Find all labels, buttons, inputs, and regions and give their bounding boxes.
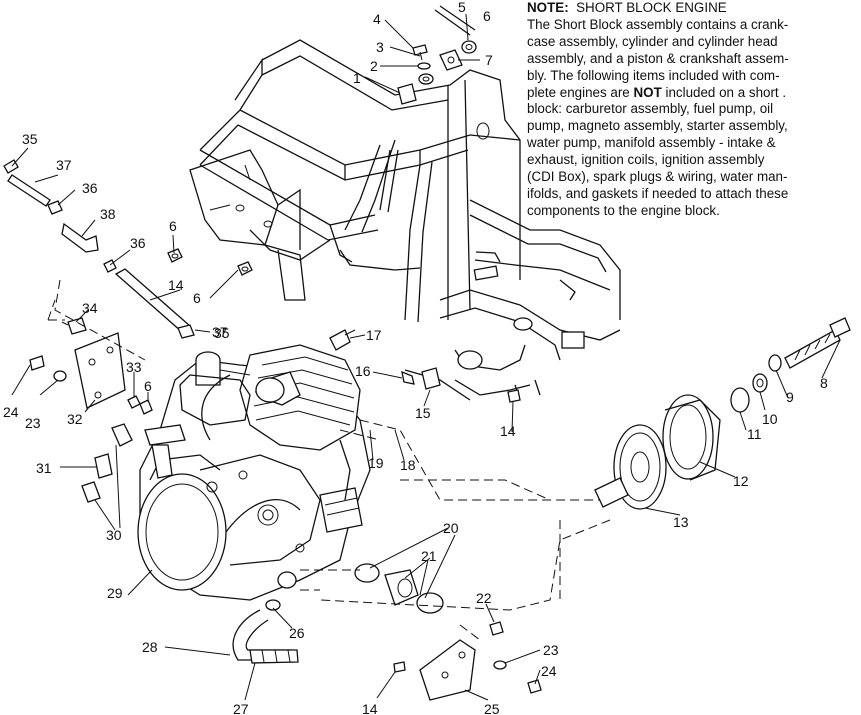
brace-rod-assembly [3,159,195,339]
callout: 18 [400,457,416,473]
callout: 6 [169,218,177,234]
callout: 22 [476,590,492,606]
callout-labels: 1 2 3 4 5 6 7 6 35 37 36 38 36 6 14 37 3… [3,0,828,715]
small-fasteners [29,248,521,415]
assembly-lines [47,279,611,641]
callout: 14 [168,277,184,293]
callout: 3 [376,39,384,55]
callout: 24 [3,404,19,420]
callout: 10 [762,411,778,427]
callout: 27 [233,701,249,715]
engine-assembly [137,344,371,611]
note-line: block: carburetor assembly, fuel pump, o… [527,101,774,117]
callout: 1 [353,70,361,86]
callout: 32 [67,411,83,427]
note-text: included on a short . [665,84,787,100]
note-heading: NOTE: [527,0,569,15]
note-line: assembly, and a piston & crankshaft asse… [527,50,789,66]
callout: 2 [370,58,378,74]
ignition-coil-parts [81,423,133,503]
callout: 37 [212,324,228,340]
callout: 16 [355,363,371,379]
note-text: plete engines are [527,84,630,100]
engine-bracket-32 [74,332,126,409]
callout: 6 [483,8,491,24]
callout: 36 [82,180,98,196]
callout: 35 [214,325,230,341]
callout: 29 [107,585,123,601]
callout: 23 [543,642,559,658]
callout: 14 [362,701,378,715]
callout: 5 [458,0,466,15]
note-title: SHORT BLOCK ENGINE [576,0,727,15]
note-title-line: NOTE: SHORT BLOCK ENGINE [527,0,861,17]
pulley-assembly [594,317,851,510]
skid-plate [189,149,306,301]
vehicle-frame [199,39,621,401]
callout: 17 [366,327,382,343]
note-line: water pump, manifold assembly - intake & [527,135,776,151]
callout: 19 [368,455,384,471]
note-line: (CDI Box), spark plugs & wiring, water m… [527,169,788,185]
callout: 6 [144,378,152,394]
callout: 33 [126,359,142,375]
callout: 24 [541,663,557,679]
note-line-emphasis: plete engines are NOT included on a shor… [527,85,861,102]
callout: 9 [786,389,794,405]
note-line: case assembly, cylinder and cylinder hea… [527,33,778,49]
callout: 23 [25,415,41,431]
callout: 4 [373,11,381,27]
callout: 28 [142,639,158,655]
hose-27 [232,609,299,664]
callout: 25 [484,701,500,715]
callout: 7 [485,52,493,68]
note-line: ifolds, and gaskets if needed to attach … [527,185,789,201]
note-emphasis: NOT [633,84,662,100]
callout: 36 [130,235,146,251]
callout: 21 [421,548,437,564]
callout: 34 [82,300,98,316]
callout: 8 [820,375,828,391]
note-line: bly. The following items included with c… [527,67,780,83]
top-mount-hardware [397,5,477,105]
callout: 38 [100,206,116,222]
short-block-note: NOTE: SHORT BLOCK ENGINE The Short Block… [527,0,861,220]
callout: 15 [415,405,431,421]
callout: 31 [36,460,52,476]
callout: 13 [673,514,689,530]
note-line: components to the engine block. [527,202,720,218]
callout: 26 [289,625,305,641]
callout: 6 [193,290,201,306]
engine-bracket-25 [393,621,542,701]
callout: 37 [56,157,72,173]
leader-lines [11,13,841,701]
intake-boot-parts [354,563,444,614]
note-line: exhaust, ignition coils, ignition assemb… [527,152,765,168]
callout: 35 [22,131,38,147]
note-line: The Short Block assembly contains a cran… [527,16,789,32]
callout: 20 [443,520,459,536]
callout: 14 [500,423,516,439]
callout: 11 [747,426,762,442]
note-line: pump, magneto assembly, starter assembly… [527,118,788,134]
callout: 12 [733,473,749,489]
callout: 30 [106,527,122,543]
